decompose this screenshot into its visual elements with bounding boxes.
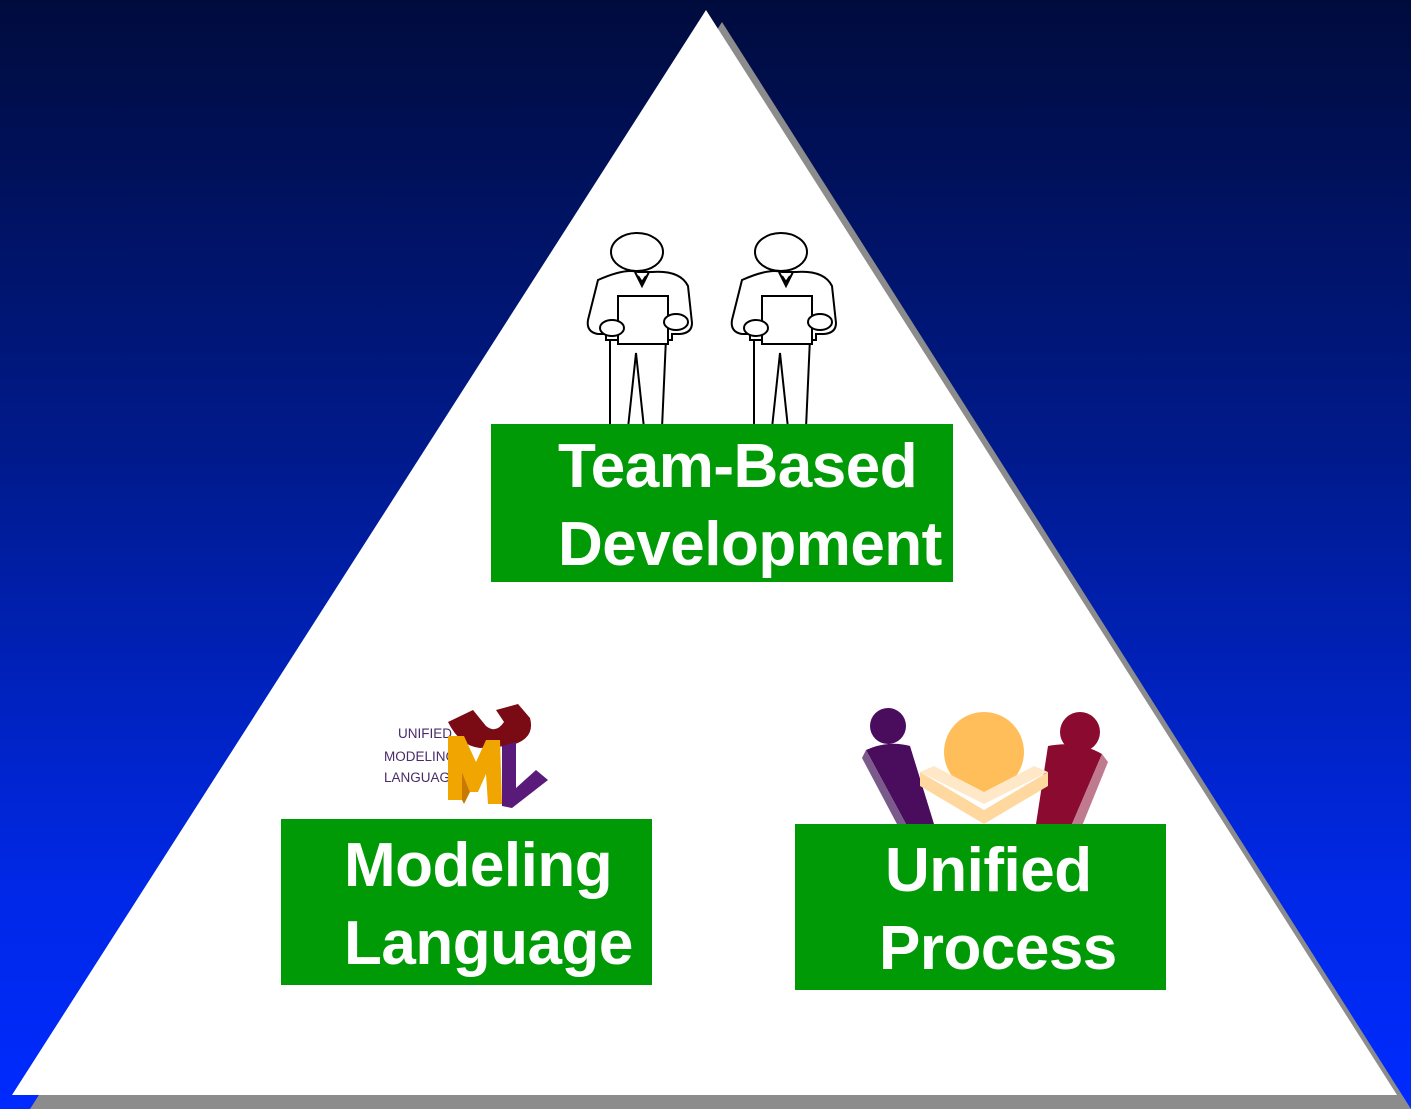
team-based-development-label: Team-Based Development [491, 424, 953, 582]
person-icon [586, 232, 694, 429]
uml-logo: UNIFIED MODELING LANGUAGE [384, 704, 548, 808]
process-label-line1: Unified [885, 836, 1092, 905]
uml-m-side [462, 772, 470, 804]
modeling-language-label: Modeling Language [281, 819, 652, 985]
uml-m-shape [448, 736, 502, 804]
modeling-label-line1: Modeling [344, 831, 613, 900]
two-people-with-clipboards-icon [586, 232, 838, 429]
uml-u-shape [448, 704, 532, 748]
uml-l-shape [502, 742, 548, 808]
unified-process-label: Unified Process [795, 824, 1166, 990]
person-icon [730, 232, 838, 429]
process-label-line2: Process [879, 914, 1117, 983]
modeling-label-line2: Language [344, 909, 633, 978]
uml-logo-text-3: LANGUAGE [384, 770, 459, 785]
uml-logo-text-1: UNIFIED [398, 726, 452, 741]
team-label-line2: Development [558, 510, 942, 579]
three-people-group-icon [862, 708, 1108, 826]
uml-logo-text-2: MODELING [384, 749, 456, 764]
team-label-line1: Team-Based [558, 432, 918, 501]
